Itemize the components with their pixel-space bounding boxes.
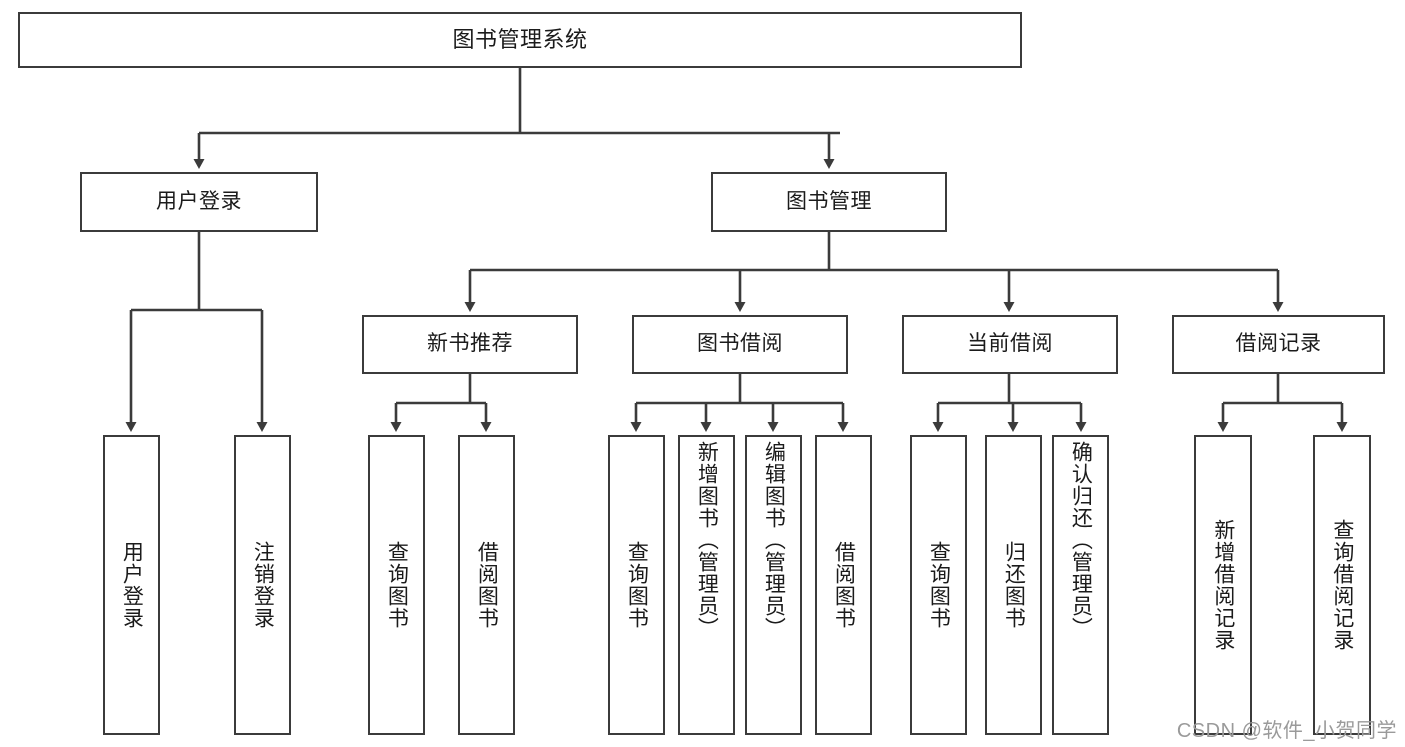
- node-label: 查询图书: [385, 541, 409, 629]
- leaf-edit-book-admin[interactable]: 编辑图书（管理员）: [745, 435, 802, 735]
- node-label: 查询图书: [625, 541, 649, 629]
- leaf-add-borrow-record[interactable]: 新增借阅记录: [1194, 435, 1252, 735]
- leaf-query-borrow-record[interactable]: 查询借阅记录: [1313, 435, 1371, 735]
- node-label: 归还图书: [1002, 541, 1026, 629]
- leaf-user-login[interactable]: 用户登录: [103, 435, 160, 735]
- node-label: 当前借阅: [967, 332, 1053, 356]
- node-label: 新书推荐: [427, 332, 513, 356]
- leaf-borrow-book-1[interactable]: 借阅图书: [458, 435, 515, 735]
- leaf-query-book-1[interactable]: 查询图书: [368, 435, 425, 735]
- node-label: 借阅图书: [475, 541, 499, 629]
- node-new-book-recommend[interactable]: 新书推荐: [362, 315, 578, 374]
- leaf-query-book-3[interactable]: 查询图书: [910, 435, 967, 735]
- node-label: 编辑图书（管理员）: [762, 441, 786, 639]
- node-label: 用户登录: [156, 189, 242, 213]
- node-label: 查询图书: [927, 541, 951, 629]
- node-label: 注销登录: [251, 541, 275, 629]
- leaf-confirm-return-admin[interactable]: 确认归还（管理员）: [1052, 435, 1109, 735]
- node-label: 新增借阅记录: [1211, 519, 1235, 651]
- node-system-root[interactable]: 图书管理系统: [18, 12, 1022, 68]
- node-book-borrow[interactable]: 图书借阅: [632, 315, 848, 374]
- leaf-query-book-2[interactable]: 查询图书: [608, 435, 665, 735]
- node-user-login[interactable]: 用户登录: [80, 172, 318, 232]
- node-book-manage[interactable]: 图书管理: [711, 172, 947, 232]
- leaf-logout[interactable]: 注销登录: [234, 435, 291, 735]
- node-label: 图书借阅: [697, 332, 783, 356]
- leaf-borrow-book-2[interactable]: 借阅图书: [815, 435, 872, 735]
- node-label: 新增图书（管理员）: [695, 441, 719, 639]
- node-current-borrow[interactable]: 当前借阅: [902, 315, 1118, 374]
- leaf-add-book-admin[interactable]: 新增图书（管理员）: [678, 435, 735, 735]
- node-label: 查询借阅记录: [1330, 519, 1354, 651]
- node-label: 借阅记录: [1235, 332, 1322, 356]
- node-label: 用户登录: [120, 541, 144, 629]
- node-label: 图书管理: [786, 189, 872, 213]
- csdn-watermark: CSDN @软件_小贺同学: [1176, 720, 1397, 742]
- node-label: 图书管理系统: [452, 27, 588, 53]
- node-borrow-record[interactable]: 借阅记录: [1172, 315, 1385, 374]
- node-label: 确认归还（管理员）: [1069, 441, 1093, 639]
- node-label: 借阅图书: [832, 541, 856, 629]
- leaf-return-book[interactable]: 归还图书: [985, 435, 1042, 735]
